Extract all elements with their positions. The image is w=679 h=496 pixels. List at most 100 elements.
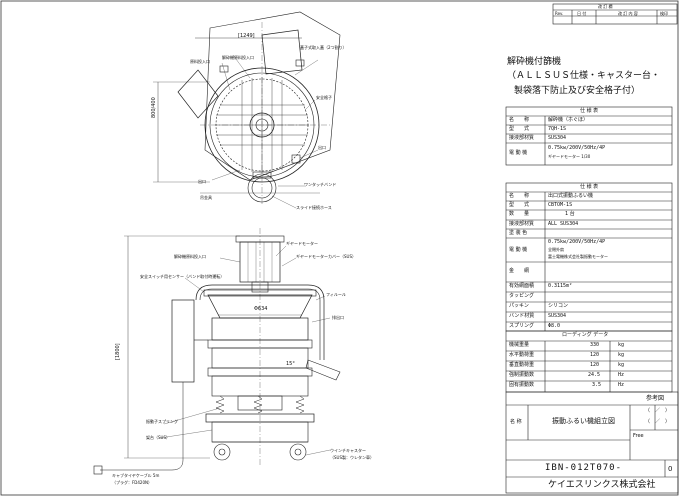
- drawing-title: 解砕機付篩機: [507, 57, 562, 67]
- label-upper-inlet: 原料投入口: [190, 59, 210, 64]
- label-caster-sub: （SUS製：ウレタン車）: [330, 455, 375, 460]
- label-angle: 15°: [286, 361, 295, 367]
- load-data-label: 強制振動数: [509, 372, 535, 378]
- sieve-spec-value: SUS304: [548, 313, 567, 319]
- label-hose: スライド接続ホース: [296, 205, 332, 210]
- sieve-spec-value: 0.75kw/200V/50Hz/4P: [548, 239, 606, 245]
- sieve-spec-label: バンド材質: [509, 313, 535, 319]
- label-lid: 蓋子式取入蓋（2つ割り）: [300, 45, 347, 50]
- load-data-value: 3.5: [592, 382, 602, 388]
- load-data-unit: Hz: [618, 382, 625, 388]
- label-plug: （プラグ：FD420N）: [112, 480, 153, 485]
- sieve-spec-value: シリコン: [548, 303, 569, 309]
- sieve-spec-value: 1 台: [565, 211, 575, 217]
- label-base: 架台（SUS）: [146, 435, 171, 440]
- label-geared-motor: ギヤードモーター: [286, 241, 318, 246]
- drawing-name: 振動ふるい機組立図: [552, 417, 615, 425]
- dim-top: [1249]: [238, 33, 255, 39]
- load-data-value: 330: [590, 342, 600, 348]
- revision-col-date: 日 付: [577, 11, 587, 16]
- label-hopper: 解砕機原料投入口: [174, 254, 206, 259]
- load-data-label: 水平動荷重: [509, 352, 535, 358]
- sieve-spec-value: 出口式振動ふるい機: [548, 193, 594, 199]
- sieve-spec-lines: [505, 182, 673, 332]
- scale-slot: （ ／ ）: [645, 419, 671, 425]
- load-data-value: 120: [590, 362, 600, 368]
- crusher-spec-lines: [505, 106, 673, 166]
- sieve-spec-label: パッキン: [509, 303, 529, 309]
- crusher-spec-label: 型 式: [509, 126, 530, 132]
- title-name-label: 名 称: [510, 419, 522, 425]
- label-outlet-2: 出口: [198, 179, 206, 184]
- company-name: ケイエスリンクス株式会社: [548, 480, 656, 490]
- drawing-number: IBN-012T070-: [545, 463, 623, 473]
- revision-col-content: 改 訂 内 容: [618, 11, 638, 16]
- load-data-unit: kg: [618, 342, 625, 348]
- sieve-spec-label: 名 称: [509, 193, 530, 199]
- crusher-spec-value: SUS304: [548, 135, 567, 141]
- sieve-spec-label: 金 網: [509, 268, 530, 274]
- load-data-label: 機械重量: [509, 342, 530, 348]
- crusher-spec-value: ギヤードモーター 1/30: [548, 154, 591, 159]
- free-label: Free: [633, 433, 644, 439]
- drawing-subtitle-2: 製袋落下防止及び安全格子付）: [514, 86, 641, 96]
- load-data-unit: Hz: [618, 372, 625, 378]
- sieve-spec-label: 塗 装 色: [509, 230, 528, 236]
- sieve-spec-value: ALL SUS304: [548, 221, 579, 227]
- crusher-spec-value: 7QH-1S: [548, 126, 567, 132]
- sieve-spec-value: 全閉外扇: [548, 247, 564, 252]
- sieve-spec-label: 電 動 機: [509, 247, 528, 253]
- sieve-spec-label: 有効網面積: [509, 283, 535, 289]
- sieve-spec-label: 型 式: [509, 202, 530, 208]
- label-motor-cover: ギヤードモーターカバー（SUS）: [296, 254, 357, 259]
- label-cable: キャブタイヤケーブル 5m: [112, 473, 160, 478]
- dim-height: [1800]: [115, 343, 121, 360]
- sieve-spec-value: 0.3115m²: [548, 283, 573, 289]
- label-spring: 振動子スプリング: [146, 419, 178, 424]
- revision-col-sign: 検印: [660, 11, 668, 16]
- dim-left: 800/400: [151, 97, 157, 118]
- ref-drawing-label: 参考図: [646, 395, 665, 402]
- sieve-spec-value: 富士電機株式会社製振動モーター: [548, 254, 608, 259]
- load-data-value: 24.5: [588, 372, 601, 378]
- label-crusher-inlet: 解砕機原料投入口: [222, 55, 254, 60]
- load-data-unit: kg: [618, 362, 625, 368]
- label-switch: 安全スイッチ用センサー（バンド取付時運転）: [140, 274, 225, 279]
- revision-block-lines: [552, 3, 678, 25]
- sheet-number: 0: [668, 465, 673, 473]
- top-view: [153, 11, 341, 209]
- label-outlet-1: 出口: [318, 145, 326, 150]
- label-frame: フィルール: [326, 292, 346, 297]
- label-hanger: 吊金具: [200, 195, 212, 200]
- label-diameter: Φ634: [254, 306, 268, 312]
- sieve-spec-value: Φ8.0: [548, 323, 561, 329]
- crusher-spec-label: 電 動 機: [509, 150, 528, 156]
- sieve-spec-value: CBTOM-1S: [548, 202, 573, 208]
- load-data-header: ローディング データ: [562, 332, 609, 338]
- sieve-spec-label: 数 量: [509, 211, 530, 217]
- scale-slot: （ ／ ）: [645, 408, 671, 414]
- sieve-spec-header: 仕 様 表: [580, 184, 599, 190]
- crusher-spec-label: 名 称: [509, 117, 530, 123]
- label-motor: ワンタッチバンド: [304, 182, 337, 187]
- crusher-spec-value: 解砕機（ホぐほ）: [548, 117, 589, 123]
- load-data-label: 固有振動数: [509, 382, 535, 388]
- crusher-spec-label: 接液部材質: [509, 135, 535, 141]
- revision-col-rev: Rev.: [555, 11, 564, 16]
- drawing-subtitle-1: （ＡＬＬＳＵＳ仕様・キャスター台・: [507, 71, 661, 81]
- title-block-lines: [505, 391, 679, 494]
- sieve-spec-label: 接液部材質: [509, 221, 535, 227]
- revision-header: 改 訂 欄: [598, 4, 613, 9]
- label-outlet: 排出口: [332, 315, 344, 320]
- label-safety-grid: 安全格子: [316, 95, 332, 100]
- load-data-value: 120: [590, 352, 600, 358]
- crusher-spec-value: 0.75kw/200V/50Hz/4P: [548, 145, 606, 151]
- side-view: [93, 228, 341, 475]
- load-data-unit: kg: [618, 352, 625, 358]
- sieve-spec-label: スプリング: [509, 323, 535, 329]
- sieve-spec-label: タッピング: [509, 293, 535, 299]
- label-caster: ウインチキャスター: [330, 448, 366, 453]
- load-data-label: 垂直動荷重: [509, 362, 535, 368]
